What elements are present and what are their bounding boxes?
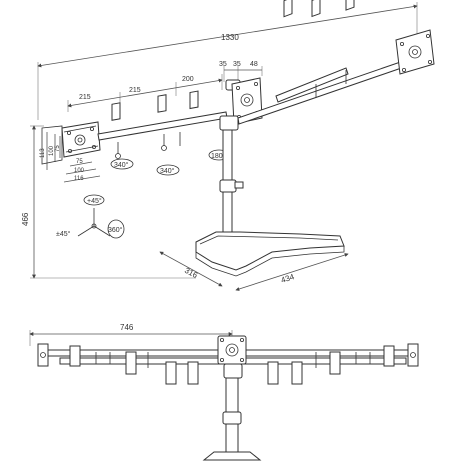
left-vesa-plate: 113 100 75 75 100 116 bbox=[40, 121, 101, 183]
label-arm-swivel-1: 340° bbox=[114, 161, 129, 169]
label-segment-1: 215 bbox=[79, 94, 91, 101]
front-joint-4 bbox=[187, 361, 199, 385]
label-front-span: 746 bbox=[120, 323, 134, 332]
front-joint-1 bbox=[69, 345, 81, 367]
front-joint-8 bbox=[383, 345, 395, 367]
label-vesa-113: 113 bbox=[40, 148, 46, 158]
dimension-front-span: 746 bbox=[29, 323, 233, 346]
label-vesa-h-75: 75 bbox=[76, 159, 83, 165]
front-center-plate bbox=[217, 335, 247, 379]
label-vesa-100: 100 bbox=[49, 145, 55, 156]
dimension-total-width: 1330 bbox=[37, 2, 418, 120]
front-joint-3 bbox=[165, 361, 177, 385]
tilt-legend: +45° ±45° 360° bbox=[56, 194, 125, 239]
front-joint-7 bbox=[329, 351, 341, 375]
label-segment-3: 200 bbox=[182, 76, 194, 83]
base bbox=[195, 231, 345, 277]
arm-rotation-indicators: 340° 340° bbox=[110, 158, 180, 176]
arm-joint-5 bbox=[311, 0, 321, 18]
pole-collar bbox=[219, 179, 237, 193]
front-center-clamp bbox=[223, 363, 243, 379]
label-tilt-side: ±45° bbox=[56, 230, 71, 238]
label-center-b: 35 bbox=[233, 61, 241, 68]
arm-joint-2 bbox=[157, 94, 167, 113]
label-total-width: 1330 bbox=[221, 33, 239, 42]
perspective-view: 1330 215 215 200 35 35 48 bbox=[21, 0, 435, 291]
label-center-c: 48 bbox=[250, 61, 258, 68]
left-arm bbox=[97, 90, 228, 159]
dimension-center-offsets: 35 35 48 bbox=[219, 61, 263, 82]
label-vesa-h-116: 116 bbox=[74, 176, 84, 182]
front-right-plate bbox=[407, 343, 419, 367]
label-center-a: 35 bbox=[219, 61, 227, 68]
front-joint-6 bbox=[291, 361, 303, 385]
front-view: 746 bbox=[29, 323, 419, 461]
label-base-width: 434 bbox=[280, 272, 296, 285]
front-joint-5 bbox=[267, 361, 279, 385]
label-vesa-h-100: 100 bbox=[74, 168, 85, 174]
front-pole bbox=[202, 377, 262, 461]
label-center-rotate: 180° bbox=[211, 152, 226, 160]
right-vesa-plate bbox=[395, 29, 435, 75]
label-segment-2: 215 bbox=[129, 87, 141, 94]
pole bbox=[219, 129, 244, 241]
label-arm-swivel-2: 340° bbox=[160, 167, 175, 175]
pole-knob bbox=[234, 181, 244, 189]
front-joint-2 bbox=[125, 351, 137, 375]
front-base bbox=[202, 451, 262, 461]
center-clamp bbox=[219, 115, 239, 131]
dimension-segments: 215 215 200 bbox=[67, 74, 223, 112]
right-arm bbox=[237, 0, 414, 125]
front-left-plate bbox=[37, 343, 49, 367]
arm-joint-4 bbox=[283, 0, 293, 18]
dimension-base: 316 434 bbox=[159, 251, 349, 291]
arm-joint-6 bbox=[345, 0, 355, 11]
label-rotate-360: 360° bbox=[108, 226, 123, 234]
arm-joint-3 bbox=[189, 90, 199, 110]
label-height: 466 bbox=[21, 212, 30, 226]
label-vesa-75: 75 bbox=[55, 145, 61, 152]
front-pole-collar bbox=[222, 411, 242, 425]
arm-joint-1 bbox=[111, 102, 121, 121]
label-tilt-up: +45° bbox=[87, 197, 102, 205]
